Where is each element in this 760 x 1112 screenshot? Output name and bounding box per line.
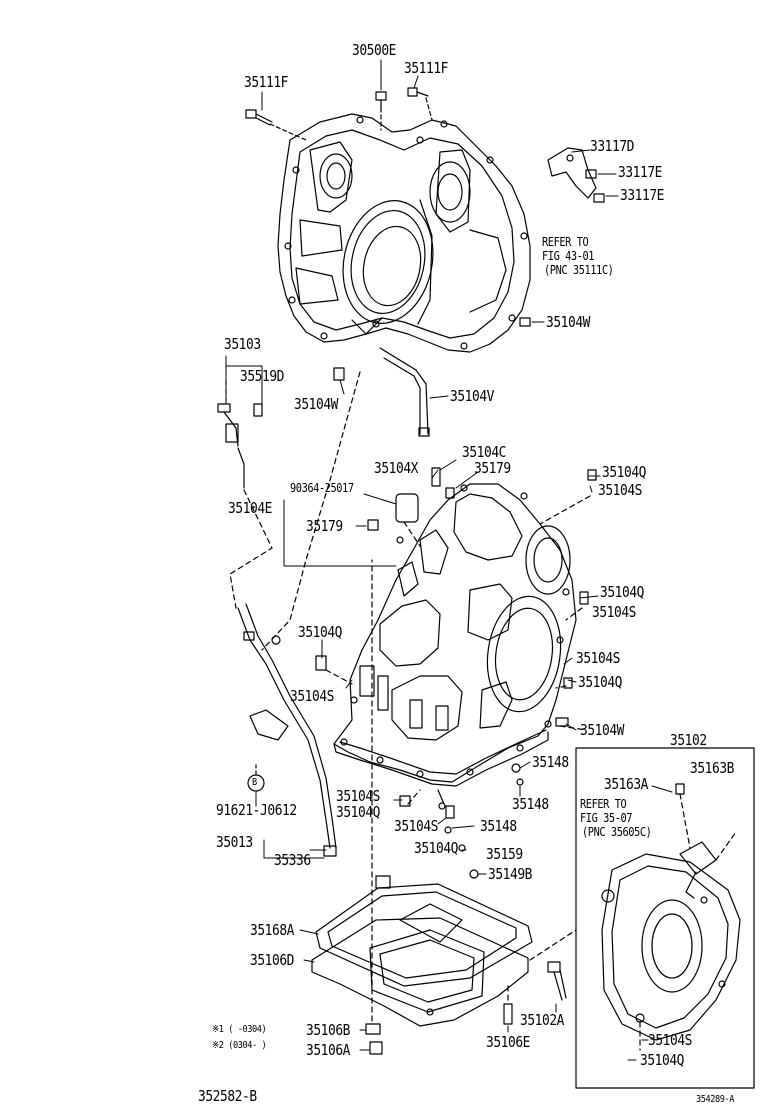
fitting-35104c xyxy=(432,468,440,486)
converter-housing xyxy=(278,114,530,352)
bolt-35111f-left xyxy=(246,110,272,125)
label-35148-a: 35148 xyxy=(532,753,569,771)
plug-35179 xyxy=(368,520,378,530)
label-35104q-a: 35104Q xyxy=(602,463,647,481)
bracket-33117d xyxy=(548,148,604,202)
label-35519d: 35519D xyxy=(240,367,285,385)
label-35104s-a: 35104S xyxy=(598,481,643,499)
label-35106d: 35106D xyxy=(250,951,295,969)
label-35106e: 35106E xyxy=(486,1033,531,1051)
bolt-35111f-right xyxy=(408,88,428,96)
label-33117d: 33117D xyxy=(590,137,635,155)
label-35013: 35013 xyxy=(216,833,253,851)
label-35106a: 35106A xyxy=(306,1041,351,1059)
label-35104v: 35104V xyxy=(450,387,495,405)
label-refer-a: REFER TO xyxy=(542,235,589,249)
label-35104s-b: 35104S xyxy=(592,603,637,621)
footer-diagram-id: 352582-B xyxy=(198,1087,257,1105)
callout-lines xyxy=(226,60,672,1060)
dashed-guides-left xyxy=(226,372,372,850)
label-35102a: 35102A xyxy=(520,1011,565,1029)
dowel-pin-35104w-a xyxy=(520,318,530,326)
label-35179-b: 35179 xyxy=(306,517,343,535)
label-35111f-left: 35111F xyxy=(244,73,289,91)
dashed-guides-case xyxy=(326,496,590,804)
label-35336: 35336 xyxy=(274,851,311,869)
bolt-35102a xyxy=(548,962,566,1000)
label-35163a: 35163A xyxy=(604,775,649,793)
bolt-35106e xyxy=(504,1004,512,1024)
dipstick-parts xyxy=(218,404,262,488)
label-refer-d: REFER TO xyxy=(580,797,627,811)
label-33117e-a: 33117E xyxy=(618,163,663,181)
label-35104s-e: 35104S xyxy=(336,787,381,805)
oil-level-gauge-35013 xyxy=(238,604,336,848)
label-35104e: 35104E xyxy=(228,499,273,517)
label-35104q-g: 35104Q xyxy=(640,1051,685,1069)
label-35103: 35103 xyxy=(224,335,261,353)
plug-35179-b xyxy=(446,488,454,498)
label-35104x: 35104X xyxy=(374,459,419,477)
gauge-bracket xyxy=(250,710,288,740)
inset-box-35102 xyxy=(576,748,754,1088)
label-35104w-a: 35104W xyxy=(546,313,591,331)
label-35104q-d: 35104Q xyxy=(578,673,623,691)
link-35163a xyxy=(686,872,696,898)
gasket-35106b xyxy=(366,1024,380,1034)
label-90364: 90364-25017 xyxy=(290,481,354,495)
rear-cover-35102 xyxy=(602,854,740,1040)
label-35102: 35102 xyxy=(670,731,707,749)
label-refer-b: FIG 43-01 xyxy=(542,249,595,263)
label-30500e: 30500E xyxy=(352,41,397,59)
label-35104c: 35104C xyxy=(462,443,507,461)
label-35104q-e: 35104Q xyxy=(336,803,381,821)
footer-code: 354289-A xyxy=(696,1094,734,1105)
oil-pipe-35104v xyxy=(380,348,428,434)
label-35104w-c: 35104W xyxy=(580,721,625,739)
label-35159: 35159 xyxy=(486,845,523,863)
label-35104q-f: 35104Q xyxy=(414,839,459,857)
note-2: ※2 (0304- ) xyxy=(212,1040,267,1051)
label-35168a: 35168A xyxy=(250,921,295,939)
drain-plug-35106a xyxy=(370,1042,382,1054)
dashed-guides-inset xyxy=(640,794,736,1050)
label-91621: 91621-J0612 xyxy=(216,801,297,819)
bracket-35163a xyxy=(680,842,716,874)
label-33117e-b: 33117E xyxy=(620,186,665,204)
leader-lines-top xyxy=(270,98,432,140)
label-35148-b: 35148 xyxy=(512,795,549,813)
oil-pan-gasket xyxy=(316,884,532,986)
label-35111f-right: 35111F xyxy=(404,59,449,77)
label-35148-c: 35148 xyxy=(480,817,517,835)
b-marker-ring xyxy=(248,775,264,791)
note-1: ※1 ( -0304) xyxy=(212,1024,267,1035)
bolt-30500e xyxy=(376,92,386,108)
label-35104s-d: 35104S xyxy=(290,687,335,705)
label-35104q-b: 35104Q xyxy=(600,583,645,601)
marker-b-label: B xyxy=(252,777,257,788)
label-35149b: 35149B xyxy=(488,865,533,883)
label-35104s-f: 35104S xyxy=(394,817,439,835)
dowel-pin-35104w-b xyxy=(334,368,344,380)
dashed-guides-pan xyxy=(372,854,576,1024)
oil-pan xyxy=(312,904,528,1026)
label-35179-a: 35179 xyxy=(474,459,511,477)
label-35104s-c: 35104S xyxy=(576,649,621,667)
label-35106b: 35106B xyxy=(306,1021,351,1039)
label-refer-c: (PNC 35111C) xyxy=(544,263,614,277)
magnet-35106 xyxy=(376,876,390,888)
label-35163b: 35163B xyxy=(690,759,735,777)
label-35104s-g: 35104S xyxy=(648,1031,693,1049)
transaxle-case xyxy=(334,484,576,786)
label-refer-e: FIG 35-07 xyxy=(580,811,633,825)
label-35104q-c: 35104Q xyxy=(298,623,343,641)
label-refer-f: (PNC 35605C) xyxy=(582,825,652,839)
label-35104w-b: 35104W xyxy=(294,395,339,413)
seal-90364 xyxy=(396,494,418,522)
